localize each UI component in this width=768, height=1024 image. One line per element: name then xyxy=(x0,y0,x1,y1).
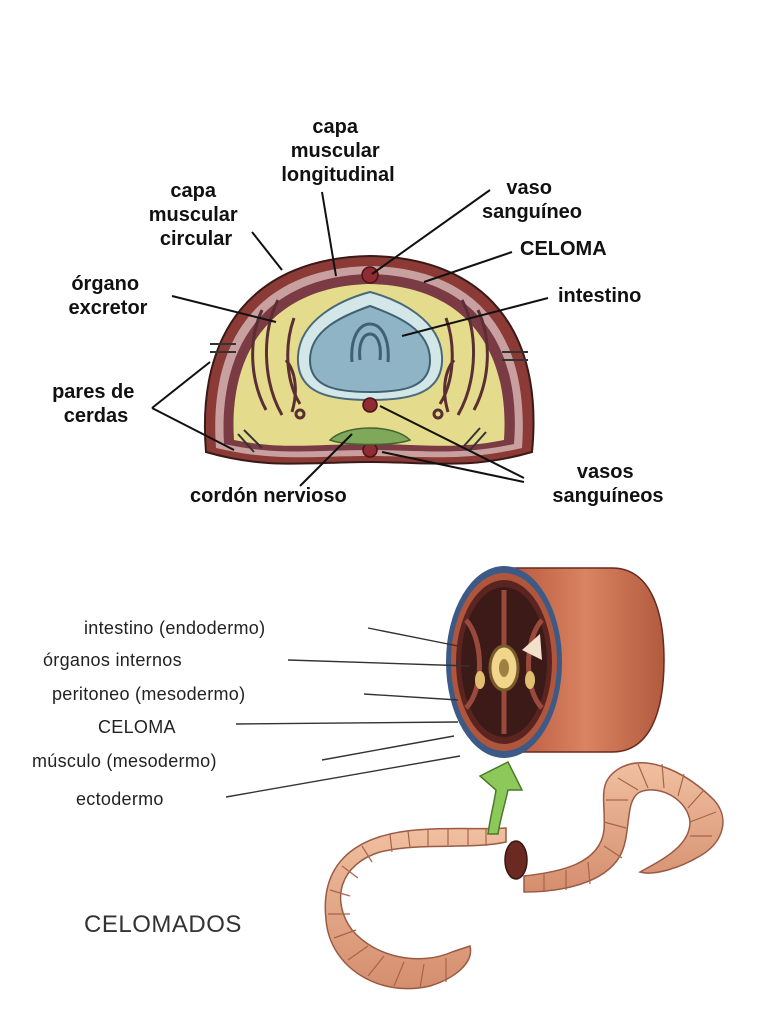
label-peritoneum: peritoneo (mesodermo) xyxy=(52,684,245,704)
drum-organ-right xyxy=(525,671,535,689)
label-longitudinal-muscle: capa muscular longitudinal xyxy=(281,116,394,186)
typhlosole xyxy=(350,322,390,363)
worm-body-front xyxy=(324,827,507,990)
worm-illustration: intestino (endodermo) órganos internos p… xyxy=(32,566,724,990)
setae xyxy=(210,343,528,453)
figure-title: CELOMADOS xyxy=(84,911,242,938)
label-blood-vessel: vaso sanguíneo xyxy=(482,177,582,223)
worm-leaders xyxy=(225,627,471,798)
label-blood-vessels: vasos sanguíneos xyxy=(552,461,663,507)
label-nerve-cord: cordón nervioso xyxy=(190,485,347,507)
up-arrow xyxy=(478,760,524,835)
cross-section: capa muscular longitudinal capa muscular… xyxy=(52,116,663,507)
label-internal-organs: órganos internos xyxy=(43,650,182,670)
excretory-organ-right xyxy=(432,299,489,420)
label-ectoderm: ectodermo xyxy=(76,789,164,809)
worm-segments xyxy=(328,763,717,989)
label-circular-muscle: capa muscular circular xyxy=(149,180,244,250)
segment-drum xyxy=(446,566,665,758)
drum-highlight xyxy=(522,634,542,660)
label-intestine: intestino xyxy=(558,285,641,307)
label-excretory-organ: órgano excretor xyxy=(69,273,148,319)
label-intestine-endoderm: intestino (endodermo) xyxy=(84,618,265,638)
drum-organ-left xyxy=(475,671,485,689)
label-setae: pares de cerdas xyxy=(52,381,140,427)
intestine xyxy=(308,304,432,394)
label-coelom-worm: CELOMA xyxy=(98,717,176,737)
excretory-organ-left xyxy=(251,299,306,420)
worm-cut-face xyxy=(504,840,528,880)
cross-section-leaders xyxy=(151,189,549,487)
label-coelom: CELOMA xyxy=(520,238,607,260)
ventral-blood-vessel xyxy=(362,397,378,413)
dorsal-blood-vessel xyxy=(361,266,379,284)
nerve-cord xyxy=(328,427,412,446)
drum-intestine-lumen xyxy=(499,659,509,677)
label-muscle: músculo (mesodermo) xyxy=(32,751,217,771)
